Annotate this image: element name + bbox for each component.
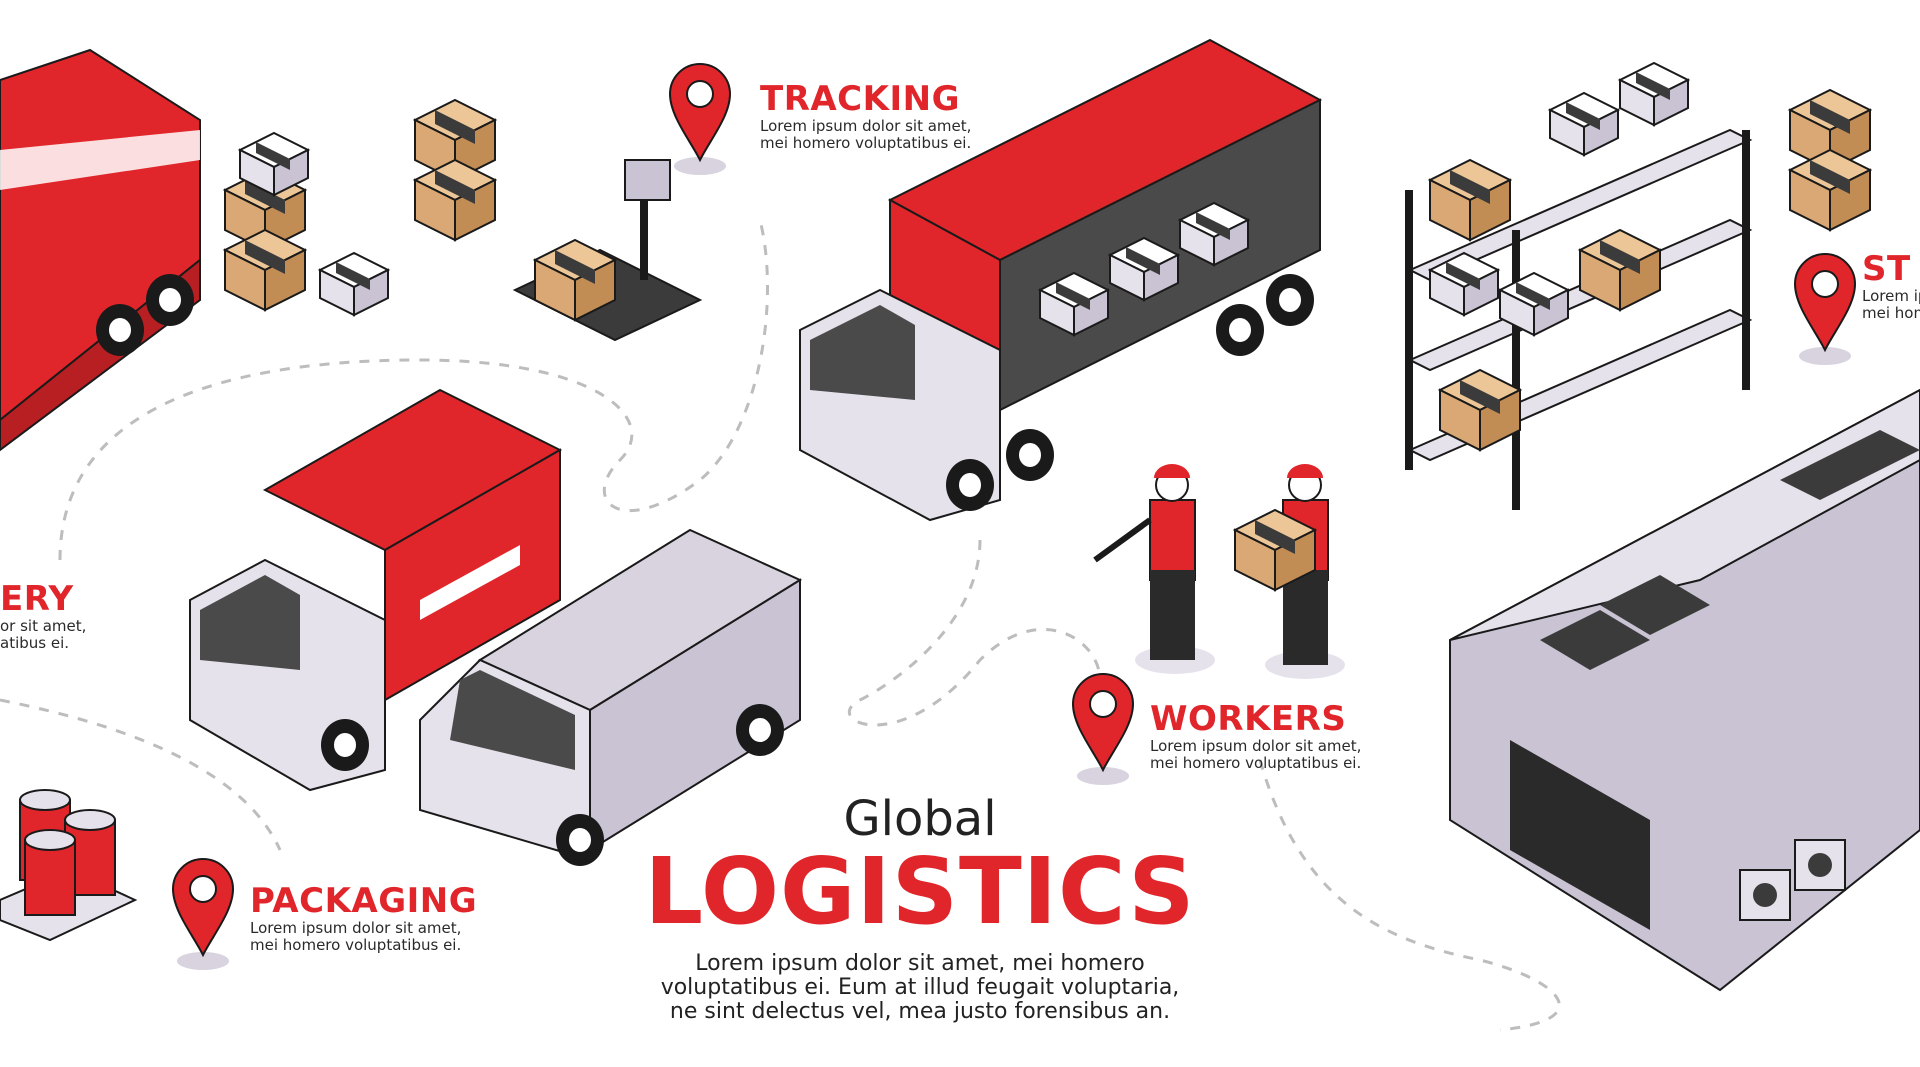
warehouse-icon bbox=[1449, 388, 1920, 992]
scale-icon bbox=[512, 159, 703, 342]
label-heading: WORKERS bbox=[1150, 699, 1347, 739]
label-heading: ERY bbox=[0, 579, 74, 619]
label-tracking: TRACKING Lorem ipsum dolor sit amet, mei… bbox=[760, 79, 972, 152]
label-packaging: PACKAGING Lorem ipsum dolor sit amet, me… bbox=[250, 881, 478, 954]
route-line bbox=[0, 219, 1561, 1032]
worker-icon bbox=[1093, 464, 1215, 674]
location-pin-icon bbox=[669, 63, 731, 176]
box-icon bbox=[1789, 149, 1871, 231]
truck-icon bbox=[0, 48, 201, 452]
location-pin-icon bbox=[1072, 673, 1134, 786]
title-description: Lorem ipsum dolor sit amet, mei homero v… bbox=[660, 951, 1180, 1024]
worker-icon bbox=[1234, 464, 1345, 679]
label-heading: ST bbox=[1862, 249, 1911, 289]
label-heading: PACKAGING bbox=[250, 881, 478, 921]
truck-icon bbox=[189, 388, 563, 792]
title-block: Global LOGISTICS Lorem ipsum dolor sit a… bbox=[640, 792, 1200, 1024]
label-workers: WORKERS Lorem ipsum dolor sit amet, mei … bbox=[1150, 699, 1362, 772]
truck-icon bbox=[799, 38, 1323, 522]
title-small: Global bbox=[843, 791, 997, 847]
location-pin-icon bbox=[172, 858, 234, 971]
box-icon bbox=[224, 99, 496, 316]
label-heading: TRACKING bbox=[760, 79, 960, 119]
van-icon bbox=[419, 528, 803, 867]
location-pin-icon bbox=[1794, 253, 1856, 366]
barrel-icon bbox=[0, 789, 138, 942]
label-delivery: ERY or sit amet, atibus ei. bbox=[0, 579, 87, 652]
label-storage: ST Lorem ip mei hom bbox=[1862, 250, 1920, 322]
page-title: LOGISTICS bbox=[644, 838, 1196, 945]
shelf-icon bbox=[1405, 62, 1753, 510]
